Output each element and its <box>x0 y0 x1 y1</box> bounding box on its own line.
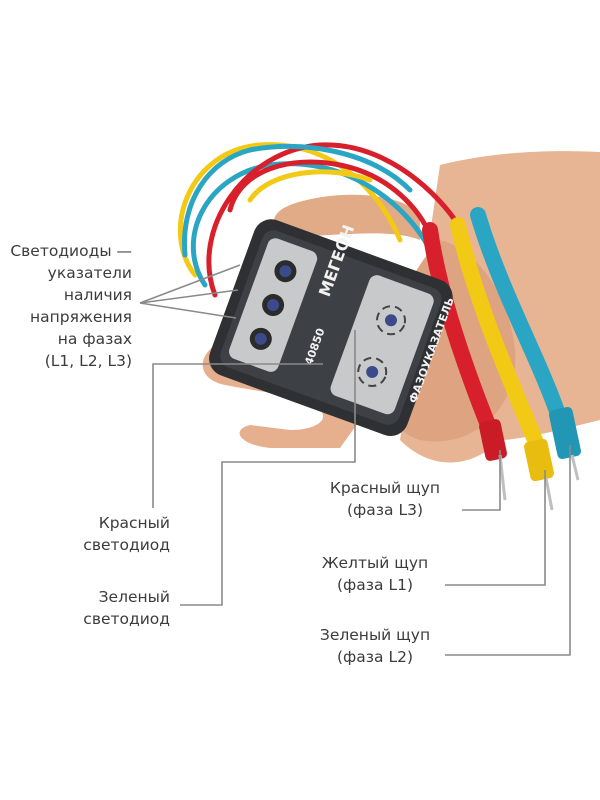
leader-yellow-probe <box>445 470 546 586</box>
callout-green-led-line: светодиод <box>83 610 170 628</box>
callout-leds-line: наличия <box>63 286 132 304</box>
callout-green-probe: Зеленый щуп (фаза L2) <box>295 624 455 668</box>
leader-leds-3 <box>139 302 237 319</box>
phase-indicator-device: МЕГЕОН 40850 ФАЗОУКАЗАТЕЛЬ <box>209 219 457 437</box>
callout-leds-line: указатели <box>47 264 132 282</box>
leader-green-led <box>180 330 356 606</box>
callout-red-probe: Красный щуп (фаза L3) <box>310 477 460 521</box>
callout-red-led: Красный светодиод <box>50 512 170 556</box>
callout-green-led-line: Зеленый <box>98 588 170 606</box>
leader-red-probe <box>462 450 501 511</box>
leader-leds-2 <box>139 289 239 304</box>
cyan-probe <box>470 207 582 481</box>
leader-red-led <box>152 363 323 508</box>
callout-leds-line: (L1, L2, L3) <box>44 352 132 370</box>
callout-green-probe-line: Зеленый щуп <box>319 626 431 644</box>
callout-yellow-probe: Желтый щуп (фаза L1) <box>300 552 450 596</box>
direct-rotation-led <box>376 305 407 336</box>
callout-green-probe-line: (фаза L2) <box>336 648 413 666</box>
callout-red-led-line: Красный <box>98 514 170 532</box>
callout-red-probe-line: Красный щуп <box>329 479 441 497</box>
callout-yellow-probe-line: Желтый щуп <box>321 554 429 572</box>
leader-green-probe <box>445 445 571 656</box>
yellow-probe <box>450 217 554 511</box>
led-l1 <box>274 260 297 283</box>
led-l3 <box>249 327 272 350</box>
rotation-panel <box>330 275 434 415</box>
leader-lines <box>139 264 571 656</box>
callout-leds-line: напряжения <box>30 308 132 326</box>
reverse-rotation-led <box>357 356 388 387</box>
callout-leds-line: Светодиоды — <box>10 242 132 260</box>
callout-red-probe-line: (фаза L3) <box>346 501 423 519</box>
led-l2 <box>262 294 285 317</box>
callout-green-led: Зеленый светодиод <box>50 586 170 630</box>
leader-leds-1 <box>139 264 241 304</box>
callout-yellow-probe-line: (фаза L1) <box>336 576 413 594</box>
callout-leds: Светодиоды — указатели наличия напряжени… <box>2 240 132 372</box>
callout-red-led-line: светодиод <box>83 536 170 554</box>
wire-loops <box>177 142 458 298</box>
callout-leds-line: на фазах <box>57 330 132 348</box>
